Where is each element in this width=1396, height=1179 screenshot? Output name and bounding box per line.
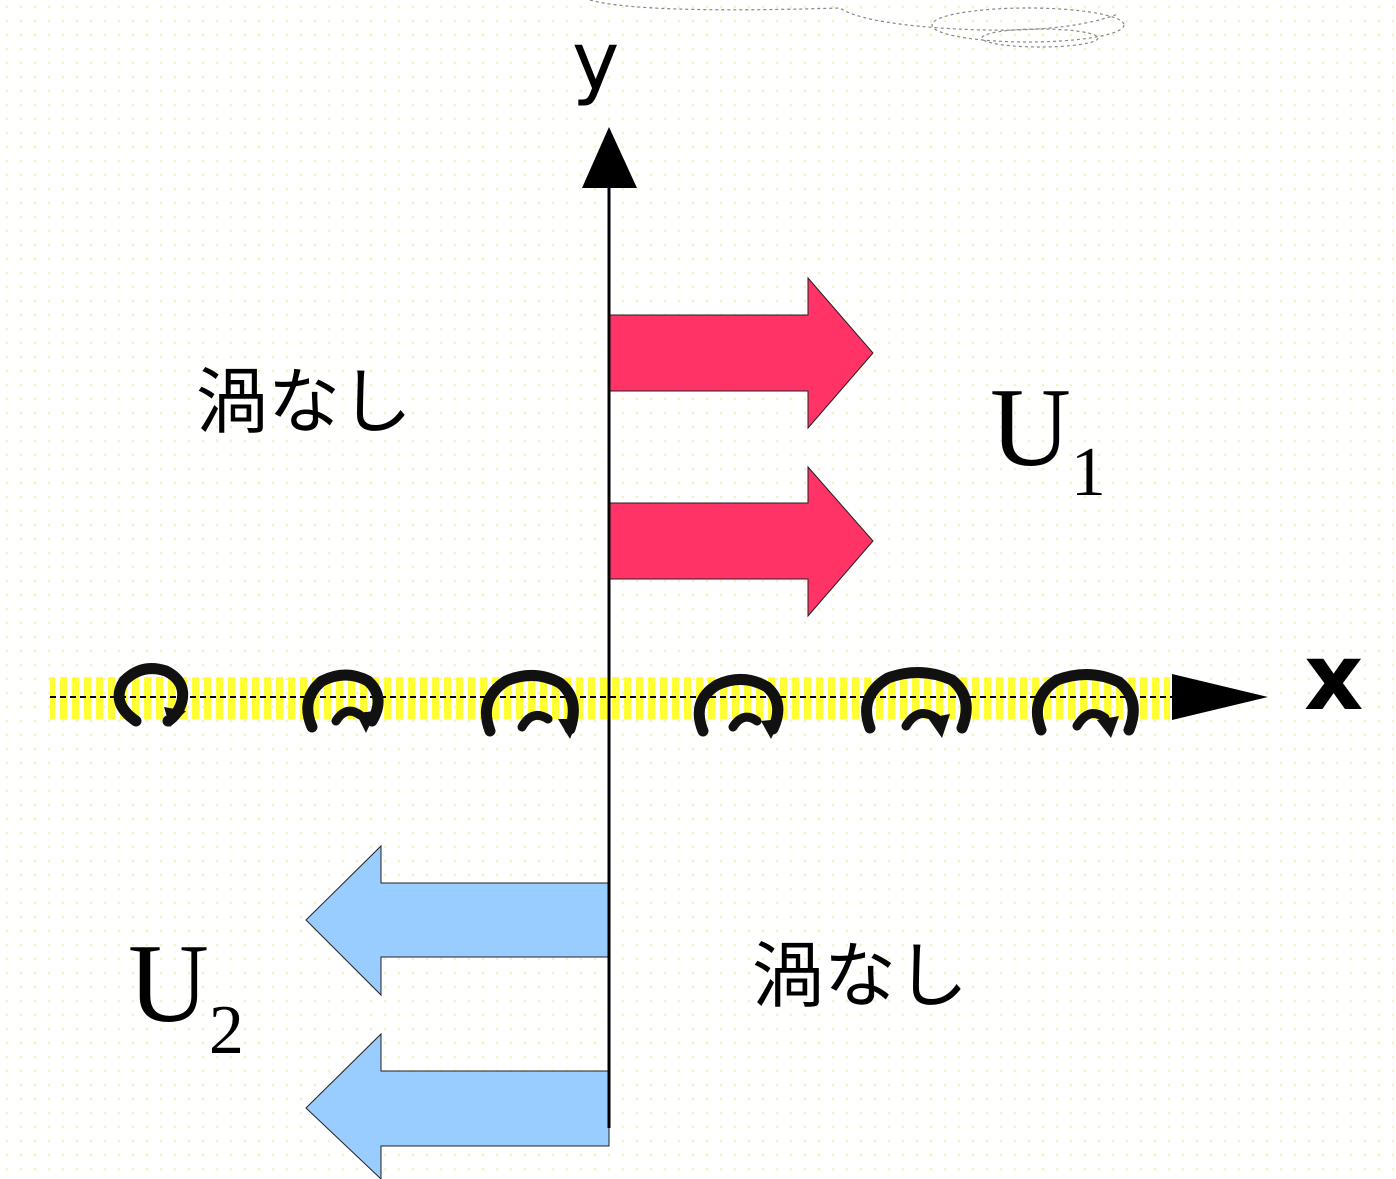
y-axis-label: y: [572, 15, 620, 108]
clockwise-swirl-icon: [861, 666, 972, 738]
clockwise-swirl-icon: [481, 670, 579, 739]
flow-arrow-lower-2: [305, 1032, 610, 1179]
velocity-subscript: 1: [1070, 434, 1106, 511]
region-label-lower: 渦なし: [752, 934, 969, 1018]
flow-arrow-upper-1: [608, 276, 874, 430]
x-axis-label: x: [1304, 624, 1364, 731]
region-label-upper: 渦なし: [196, 360, 413, 444]
clockwise-swirl-icon: [1032, 668, 1139, 738]
clockwise-swirl-icon: [302, 669, 384, 733]
velocity-symbol: U: [990, 366, 1071, 490]
y-axis-arrowhead: [582, 127, 637, 188]
velocity-label-lower: U2: [128, 928, 244, 1066]
x-axis-arrowhead: [1172, 674, 1268, 720]
velocity-symbol: U: [128, 922, 209, 1046]
velocity-subscript: 2: [208, 992, 244, 1069]
clockwise-swirl-icon: [113, 663, 189, 727]
flow-arrow-upper-2: [608, 465, 874, 618]
clockwise-swirl-icon: [693, 674, 784, 739]
cloud-outline: [589, 0, 1125, 48]
flow-arrow-lower-1: [305, 844, 610, 997]
velocity-label-upper: U1: [990, 372, 1106, 508]
